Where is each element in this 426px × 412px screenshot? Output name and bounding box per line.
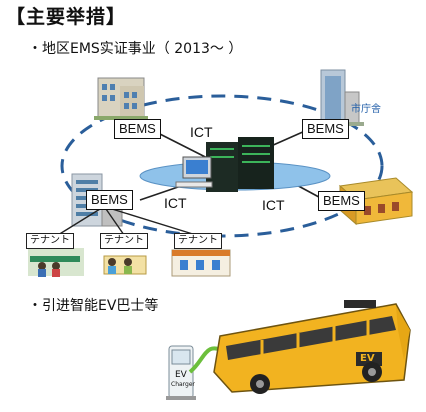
server-hub-icon (139, 137, 331, 192)
ict-label-top: ICT (190, 124, 213, 140)
ict-label-right: ICT (262, 197, 285, 213)
ev-charger-icon (166, 345, 196, 400)
tenant-label-3: テナント (174, 233, 222, 249)
city-hall-label: 市庁舎 (351, 104, 381, 115)
page-heading: 【主要举措】 (6, 6, 127, 28)
bems-box-office: BEMS (114, 119, 161, 139)
tenant-scene-2-icon (103, 255, 147, 275)
tenant-links (57, 208, 197, 236)
bullet-ev-bus: ・引进智能EV巴士等 (28, 298, 159, 314)
bems-box-tower: BEMS (86, 190, 133, 210)
charger-label: EV (175, 370, 187, 380)
ev-bus-icon (213, 300, 411, 394)
bus-ev-badge: EV (360, 353, 375, 364)
bullet-ems-project: ・地区EMS实证事业（ 2013～ ） (28, 41, 243, 57)
tenant-scene-1-icon (28, 248, 84, 277)
charger-sublabel: Charger (171, 381, 195, 388)
city-hall-icon (316, 69, 364, 126)
tenant-label-2: テナント (100, 233, 148, 249)
ict-label-left: ICT (164, 195, 187, 211)
tenant-label-1: テナント (26, 233, 74, 249)
network-ring (60, 94, 384, 238)
tenant-scene-3-icon (171, 249, 231, 277)
office-building-icon (94, 77, 148, 120)
bems-box-commercial: BEMS (318, 191, 365, 211)
bems-box-city-hall: BEMS (302, 119, 349, 139)
